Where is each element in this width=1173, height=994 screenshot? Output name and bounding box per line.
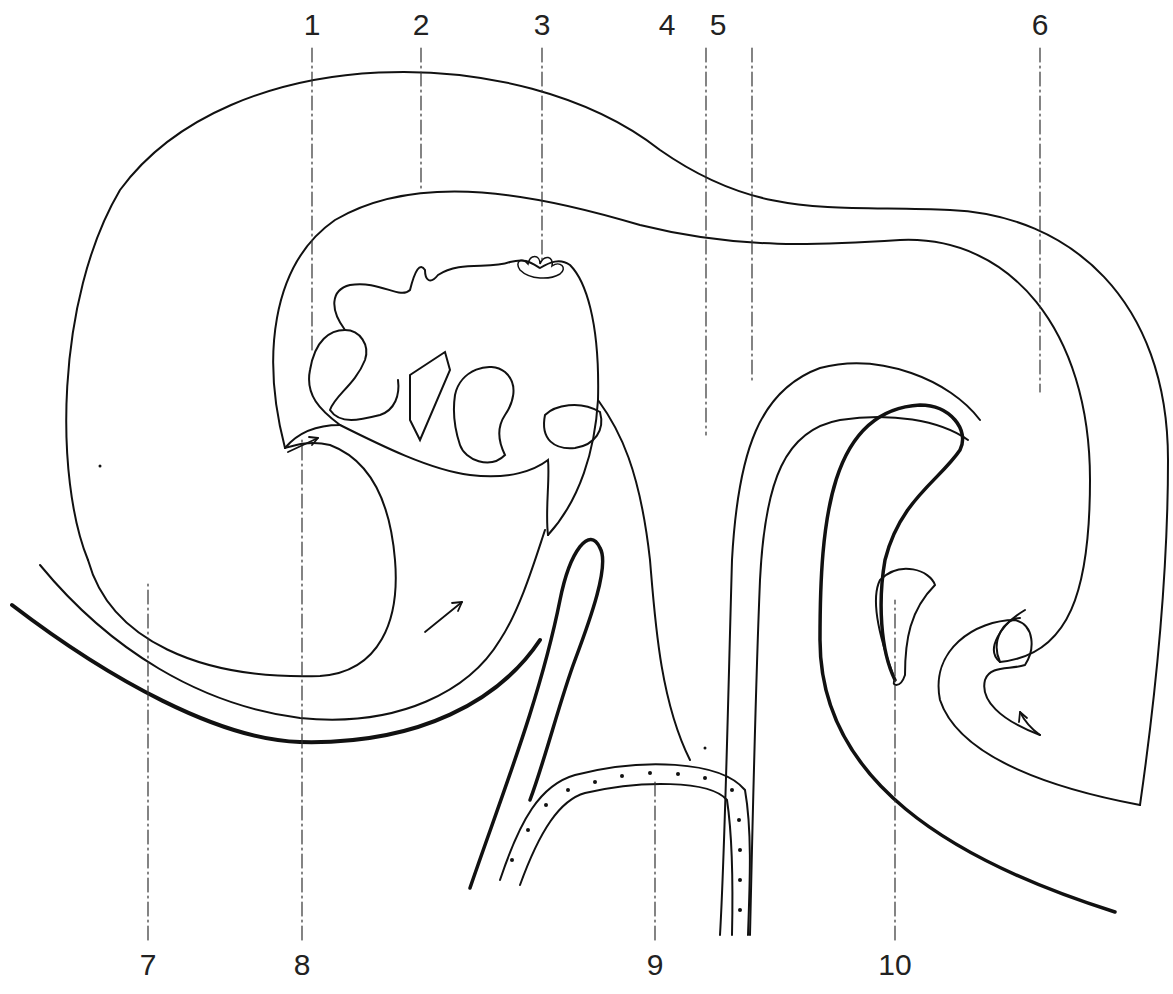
callout-number: 9	[645, 950, 666, 980]
notochord	[520, 784, 732, 935]
callout-number: 5	[708, 10, 729, 40]
pouch	[330, 330, 398, 420]
outer-surface	[66, 72, 1168, 805]
callout-number: 7	[138, 950, 159, 980]
callout-number: 6	[1030, 10, 1051, 40]
leader-line	[148, 48, 1040, 940]
spiral	[997, 618, 1020, 662]
neural-wall	[750, 417, 968, 935]
spiral	[939, 620, 1140, 805]
pharyngeal-pouches	[285, 260, 598, 535]
spiral	[876, 569, 935, 685]
pouch	[454, 367, 514, 462]
pouch-floor	[340, 425, 548, 535]
pouch	[544, 405, 601, 448]
callout-number: 8	[292, 950, 313, 980]
callout-number: 2	[411, 10, 432, 40]
gland	[518, 257, 563, 279]
ectoderm-line	[40, 530, 545, 720]
neural-wall	[820, 405, 1115, 912]
callout-number: 4	[657, 10, 678, 40]
head-lobe	[88, 443, 396, 676]
callout-number: 10	[876, 950, 913, 980]
ventral-line	[12, 605, 540, 742]
callout-number: 1	[302, 10, 323, 40]
foregut-wall	[470, 539, 603, 888]
callout-number: 3	[532, 10, 553, 40]
flow-arrow	[288, 437, 1040, 735]
pouch	[410, 352, 450, 440]
notochord	[500, 764, 750, 935]
foregut-wall	[598, 400, 690, 760]
notochord-dots	[99, 465, 743, 913]
